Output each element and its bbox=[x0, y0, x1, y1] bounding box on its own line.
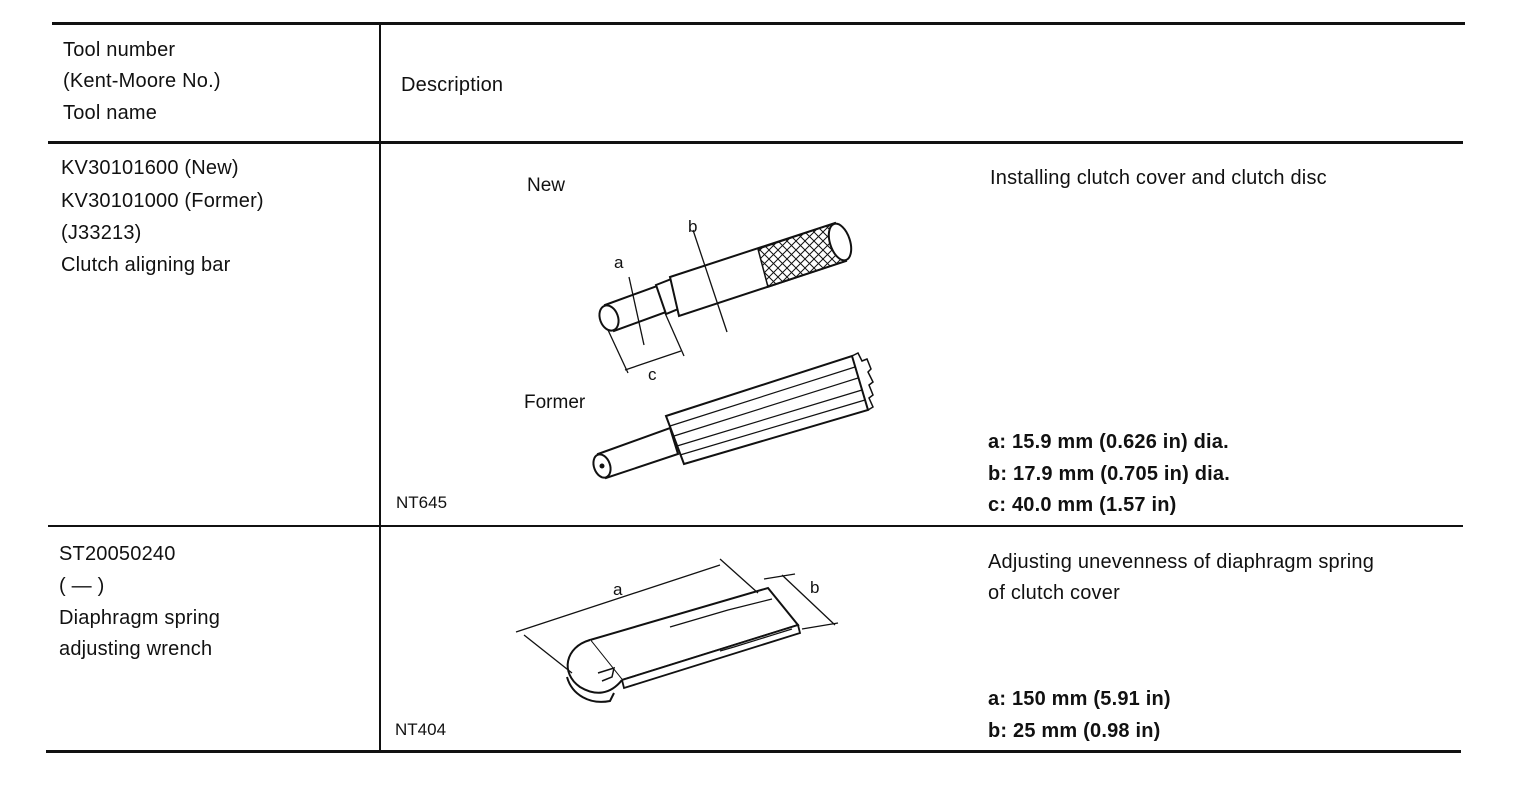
tool-number-new: KV30101600 (New) bbox=[61, 157, 239, 179]
dimension-label-a: a bbox=[613, 580, 623, 599]
tool-number-former: KV30101000 (Former) bbox=[61, 190, 264, 212]
column-divider bbox=[379, 24, 381, 752]
dimension-label-c: c bbox=[648, 365, 657, 384]
diaphragm-spring-wrench-drawing bbox=[515, 558, 839, 703]
row1-bottom-rule bbox=[48, 525, 1463, 527]
spec-b: b: 17.9 mm (0.705 in) dia. bbox=[988, 463, 1230, 485]
dimension-label-a: a bbox=[614, 253, 624, 272]
clutch-aligning-bar-new-drawing bbox=[598, 221, 853, 374]
description: Installing clutch cover and clutch disc bbox=[990, 167, 1327, 189]
tool-name: Clutch aligning bar bbox=[61, 254, 231, 276]
spec-a: a: 150 mm (5.91 in) bbox=[988, 688, 1171, 710]
spec-c: c: 40.0 mm (1.57 in) bbox=[988, 494, 1177, 516]
table-top-rule bbox=[52, 22, 1465, 25]
kent-moore-number: ( — ) bbox=[59, 575, 105, 597]
figure-code: NT404 bbox=[395, 720, 447, 739]
kent-moore-number: (J33213) bbox=[61, 222, 142, 244]
description-line-2: of clutch cover bbox=[988, 582, 1120, 604]
header-tool-name: Tool name bbox=[63, 102, 158, 124]
dimension-label-b: b bbox=[688, 217, 698, 236]
figure-label-new: New bbox=[527, 175, 566, 196]
tool-name-line-1: Diaphragm spring bbox=[59, 607, 221, 629]
spec-b: b: 25 mm (0.98 in) bbox=[988, 720, 1161, 742]
tool-name-line-2: adjusting wrench bbox=[59, 638, 213, 660]
figure-label-former: Former bbox=[524, 392, 586, 413]
tool-number: ST20050240 bbox=[59, 543, 176, 565]
header-tool-number: Tool number bbox=[63, 39, 176, 61]
clutch-aligning-bar-former-drawing bbox=[592, 351, 874, 480]
header-kent-moore: (Kent-Moore No.) bbox=[63, 70, 221, 92]
header-bottom-rule bbox=[48, 141, 1463, 144]
figure-code: NT645 bbox=[396, 493, 448, 512]
spec-a: a: 15.9 mm (0.626 in) dia. bbox=[988, 431, 1229, 453]
dimension-label-b: b bbox=[810, 578, 820, 597]
header-description: Description bbox=[401, 74, 504, 96]
table-bottom-rule bbox=[46, 750, 1461, 753]
description-line-1: Adjusting unevenness of diaphragm spring bbox=[988, 551, 1375, 573]
